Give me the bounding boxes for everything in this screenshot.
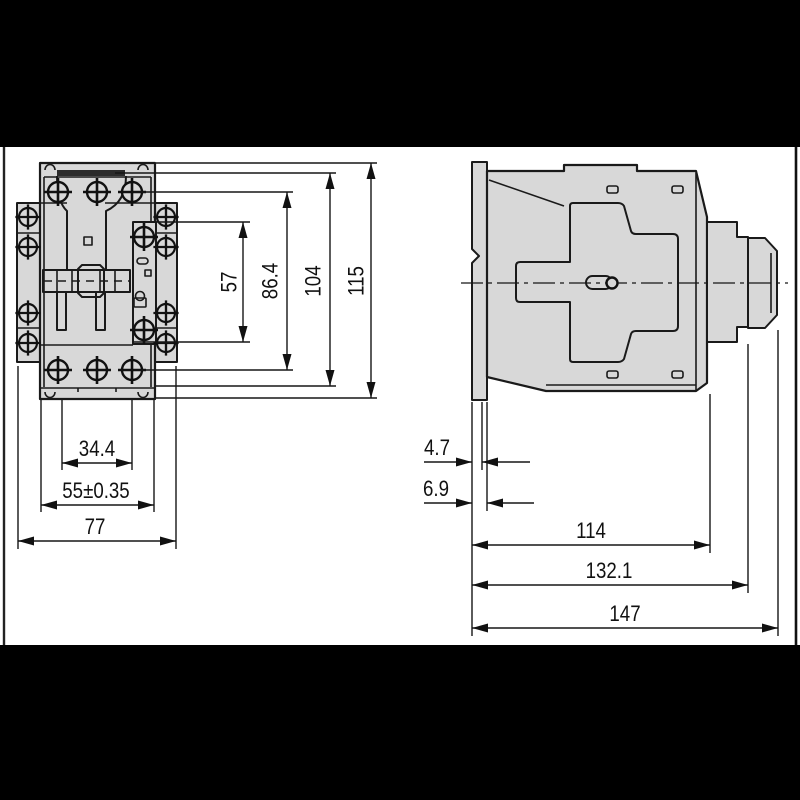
dimension-55: 55±0.35 [41,480,154,510]
dimension-115: 115 [345,163,376,398]
aux-square [144,269,152,277]
aux-slot [136,257,149,265]
dim-label-55: 55±0.35 [62,480,129,504]
carrier-leg [56,291,67,331]
side-housing [485,163,709,393]
screw-slot [671,185,684,194]
dimension-34-4: 34.4 [62,438,132,468]
dimension-6-9: 6.9 [423,478,534,508]
pivot-hole [605,276,619,290]
front-view [14,161,180,401]
dimension-77: 77 [18,516,176,546]
screw-slot [671,370,684,379]
mounting-slot-arc [44,163,56,171]
terminal-step-block [706,221,749,343]
black-mask-top [0,0,800,147]
dim-label-147: 147 [609,603,640,627]
side-view [461,161,788,401]
screw-slot [606,370,619,379]
carrier-leg [95,291,106,331]
housing-rib [488,179,565,207]
dim-label-132-1: 132.1 [586,560,633,584]
test-button [83,236,93,246]
dimension-57: 57 [218,222,248,342]
dim-label-115: 115 [345,266,369,296]
dim-label-4-7: 4.7 [424,437,450,461]
dim-label-34-4: 34.4 [79,438,115,462]
dimension-86-4: 86.4 [259,192,292,370]
screw-slot [606,185,619,194]
dimension-132-1: 132.1 [472,560,748,590]
dim-label-86-4: 86.4 [259,263,283,299]
mounting-slot-arc [137,391,149,399]
dimension-114: 114 [472,520,710,550]
dimension-147: 147 [472,603,778,633]
housing-contour [105,175,127,270]
dim-label-6-9: 6.9 [423,478,449,502]
carrier-center-cap [77,264,105,298]
mounting-slot-arc [44,391,56,399]
dimension-104: 104 [302,173,335,386]
front-view-vertical-dimensions: 57 86.4 104 115 [115,162,377,399]
mounting-slot-arc [137,163,149,171]
padlock-icon [134,290,146,302]
padlock-icon [133,297,147,308]
din-rail-clip [471,161,488,401]
coil-contour [515,202,679,363]
contact-carrier-bar [42,269,131,293]
dim-label-114: 114 [576,520,606,544]
nameplate-bar [57,170,125,176]
side-view-dimensions: 4.7 6.9 114 132.1 147 [423,330,779,636]
front-view-horizontal-dimensions: 34.4 55±0.35 77 [17,366,177,549]
dim-label-104: 104 [302,265,326,296]
dim-label-57: 57 [218,272,242,293]
dim-label-77: 77 [85,516,106,540]
dimension-4-7: 4.7 [424,437,530,467]
black-mask-bottom [0,645,800,800]
